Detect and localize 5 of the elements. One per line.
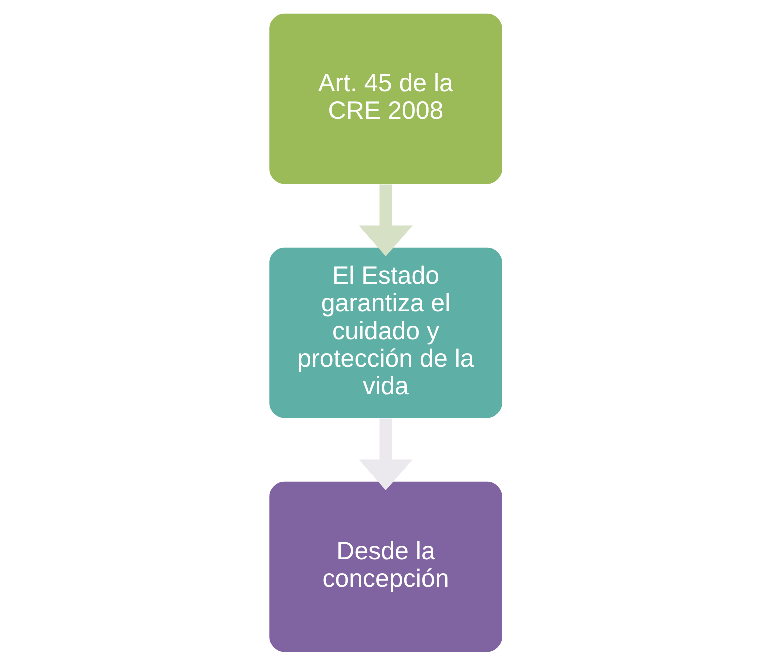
arrow [358,418,412,491]
node-box: Art. 45 de la CRE 2008 [268,12,504,186]
node-box: El Estado garantiza el cuidado y protección de la vida [268,246,504,420]
node-box: Desde la concepción [268,480,504,654]
arrow [358,184,412,257]
